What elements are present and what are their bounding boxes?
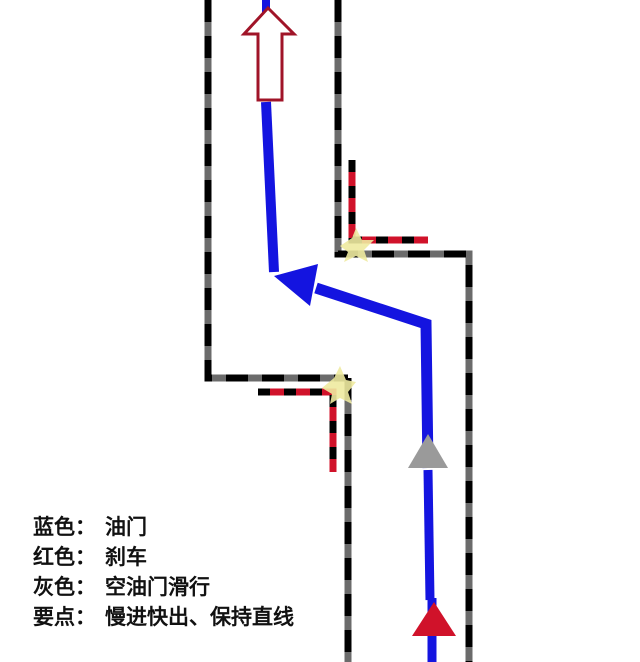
right-boundary-dash: [334, 0, 473, 662]
legend-key: 灰色：: [33, 575, 96, 599]
legend-key: 蓝色：: [33, 515, 96, 539]
gray-coast-triangle-icon: [408, 434, 448, 468]
legend-row-gray: 灰色： 空油门滑行: [33, 572, 294, 602]
legend-value: 油门: [105, 515, 147, 539]
legend-value: 慢进快出、保持直线: [105, 605, 294, 629]
upper-brake-zone-dash: [348, 160, 428, 244]
right-boundary-base: [334, 0, 473, 662]
blue-arrowhead-icon: [274, 264, 318, 306]
road-boundaries: [204, 0, 473, 662]
legend-key: 要点：: [33, 605, 96, 629]
legend-value: 刹车: [105, 545, 147, 569]
legend-row-red: 红色： 刹车: [33, 542, 294, 572]
lower-brake-zone-base: [258, 388, 337, 472]
upper-brake-zone-base: [348, 160, 428, 244]
red-brake-triangle-icon: [412, 602, 456, 636]
legend-row-blue: 蓝色： 油门: [33, 512, 294, 542]
corner-spark-icons: [322, 228, 374, 404]
legend: 蓝色： 油门 红色： 刹车 灰色： 空油门滑行 要点： 慢进快出、保持直线: [33, 512, 294, 632]
legend-key: 红色：: [33, 545, 96, 569]
hollow-exit-arrow-icon: [240, 5, 298, 102]
lower-brake-zone-dash: [258, 388, 337, 472]
left-boundary-dash: [204, 0, 348, 382]
legend-value: 空油门滑行: [105, 575, 210, 599]
upper-spark-icon: [340, 228, 374, 262]
legend-row-tips: 要点： 慢进快出、保持直线: [33, 602, 294, 632]
lower-spark-icon: [322, 366, 356, 404]
